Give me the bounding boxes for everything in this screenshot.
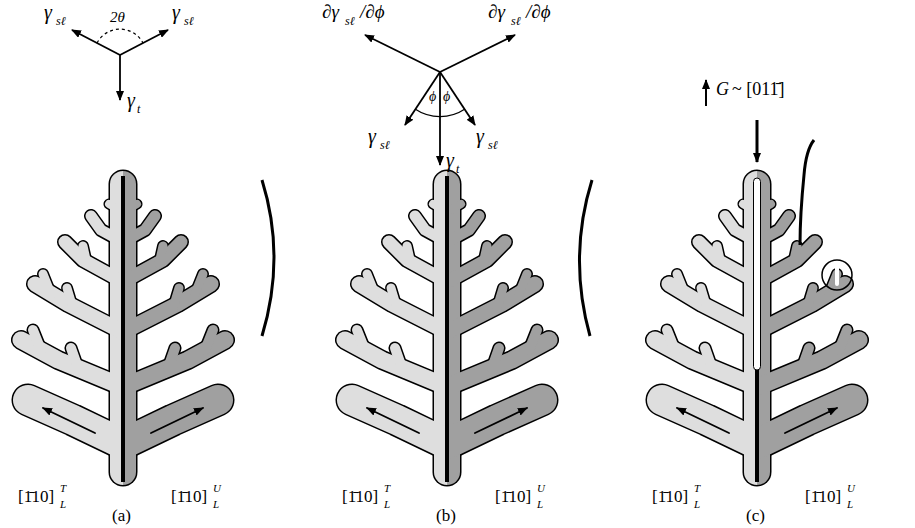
figure-label: L: [537, 499, 543, 510]
figure-label: T: [384, 483, 390, 494]
gradient-arrow: [705, 80, 707, 106]
figure-label: γ: [127, 90, 135, 110]
figure-label: ∂γ: [322, 2, 339, 21]
figure-label: sℓ: [380, 139, 390, 151]
figure-label: ϕ: [443, 90, 450, 104]
figure-label: γ: [446, 150, 454, 170]
figure-label: (b): [436, 507, 456, 524]
interface-curve: [262, 180, 274, 336]
figure-label: (c): [746, 507, 765, 524]
figure-label: [1̄10]: [342, 488, 378, 505]
figure-label: sℓ: [488, 139, 498, 151]
figure-label: [1̄10]: [171, 488, 207, 505]
interface-curve: [800, 140, 814, 245]
figure-label: L: [60, 499, 66, 510]
figure-label: γ: [368, 126, 376, 146]
force-vectors-b: [365, 35, 515, 165]
figure-label: L: [213, 499, 219, 510]
figure-label: sℓ: [511, 15, 521, 27]
figure-label: (a): [112, 507, 131, 524]
figure-label: [1̄10]: [652, 488, 688, 505]
figure-label: T: [694, 483, 700, 494]
figure-label: ~ [011̄]: [732, 80, 785, 98]
figure-label: G: [716, 80, 729, 98]
figure-label: T: [60, 483, 66, 494]
figure-label: sℓ: [184, 15, 194, 27]
dendrite-b: [345, 176, 549, 482]
figure-label: [1̄10]: [495, 488, 531, 505]
figure-label: [1̄10]: [805, 488, 841, 505]
figure-label: /∂ϕ: [360, 2, 385, 21]
dendrite-c: [655, 178, 859, 482]
figure-label: sℓ: [56, 15, 66, 27]
figure-label: L: [847, 499, 853, 510]
figure-label: U: [213, 483, 221, 494]
figure-label: γ: [172, 2, 180, 22]
dendrite-a: [21, 176, 225, 482]
figure-label: γ: [44, 2, 52, 22]
figure-label: L: [384, 499, 390, 510]
figure-label: γ: [476, 126, 484, 146]
force-vectors-a: [72, 29, 168, 100]
figure-label: t: [137, 103, 140, 115]
figure-label: L: [694, 499, 700, 510]
figure-label: t: [456, 163, 459, 175]
figure-label: 2θ: [110, 10, 125, 25]
groove-arrow: [756, 120, 759, 162]
figure-label: U: [537, 483, 545, 494]
figure-label: ϕ: [429, 90, 436, 104]
interface-curve: [579, 180, 592, 336]
figure-label: /∂ϕ: [526, 2, 551, 21]
figure-label: sℓ: [345, 15, 355, 27]
figure-label: ∂γ: [488, 2, 505, 21]
figure-label: [1̄10]: [18, 488, 54, 505]
figure-label: U: [847, 483, 855, 494]
